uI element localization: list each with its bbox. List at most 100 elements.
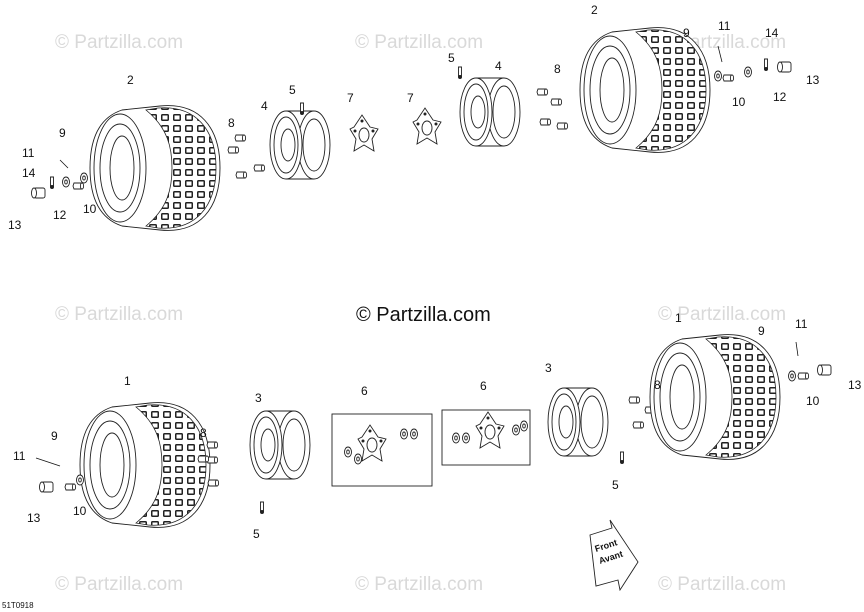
hub-part-7[interactable] <box>412 107 442 145</box>
nut-part-10[interactable] <box>722 74 735 82</box>
tire-part-1[interactable] <box>79 402 211 528</box>
callout-1: 1 <box>675 311 682 325</box>
nut-part-8[interactable] <box>550 98 563 106</box>
leader-line <box>795 341 799 357</box>
callout-7: 7 <box>407 91 414 105</box>
front-right-assembly <box>649 334 832 460</box>
hub-box-left <box>331 413 433 487</box>
callout-12: 12 <box>53 208 67 222</box>
valve-part-5[interactable] <box>299 102 305 116</box>
rear-rim-left <box>227 102 379 180</box>
callout-10: 10 <box>806 394 820 408</box>
callout-5: 5 <box>289 83 296 97</box>
rear-rim-right <box>412 66 569 147</box>
callout-10: 10 <box>83 202 97 216</box>
valve-part-5[interactable] <box>259 501 265 515</box>
nut-part-8[interactable] <box>235 171 248 179</box>
nut-part-8[interactable] <box>628 396 641 404</box>
washer-part-12[interactable] <box>744 66 752 78</box>
callout-5: 5 <box>448 51 455 65</box>
callout-4: 4 <box>495 59 502 73</box>
watermark: © Partzilla.com <box>658 304 786 325</box>
washer-part-12[interactable] <box>62 176 70 188</box>
callout-3: 3 <box>255 391 262 405</box>
watermark: © Partzilla.com <box>355 32 483 53</box>
watermark: © Partzilla.com <box>355 574 483 595</box>
watermark: © Partzilla.com <box>658 574 786 595</box>
cap-part-13[interactable] <box>777 61 792 73</box>
center-copyright: © Partzilla.com <box>356 304 491 326</box>
callout-11: 11 <box>22 146 35 160</box>
callout-13: 13 <box>848 378 862 392</box>
nut-part-8[interactable] <box>234 134 247 142</box>
callout-5: 5 <box>612 478 619 492</box>
callout-1: 1 <box>124 374 131 388</box>
nut-part-10[interactable] <box>64 483 77 491</box>
nut-part-8[interactable] <box>197 455 210 463</box>
cap-part-13[interactable] <box>817 364 832 376</box>
tire-part-2[interactable] <box>579 27 711 153</box>
callout-8: 8 <box>654 378 661 392</box>
stud-washer <box>512 424 520 436</box>
callout-9: 9 <box>51 429 58 443</box>
callout-2: 2 <box>127 73 134 87</box>
stud-washer <box>462 432 470 444</box>
callout-5: 5 <box>253 527 260 541</box>
nut-part-8[interactable] <box>227 146 240 154</box>
rim-part-3[interactable] <box>547 387 609 457</box>
callout-11: 11 <box>795 317 808 331</box>
stud-washer <box>344 446 352 458</box>
callout-10: 10 <box>732 95 746 109</box>
nut-part-8[interactable] <box>632 421 645 429</box>
watermark: © Partzilla.com <box>55 574 183 595</box>
nut-part-8[interactable] <box>206 441 219 449</box>
callouts: 2 4 5 7 7 5 4 8 8 2 9 11 14 13 12 10 9 1… <box>8 3 862 541</box>
callout-11: 11 <box>13 449 26 463</box>
cap-part-13[interactable] <box>31 187 46 199</box>
callout-12: 12 <box>773 90 787 104</box>
arrow-shape <box>589 519 639 592</box>
callout-9: 9 <box>758 324 765 338</box>
rear-left-assembly <box>31 105 221 231</box>
nut-part-10[interactable] <box>797 372 810 380</box>
pin-part-14[interactable] <box>49 176 55 190</box>
callout-8: 8 <box>554 62 561 76</box>
watermark: © Partzilla.com <box>55 32 183 53</box>
callout-10: 10 <box>73 504 87 518</box>
washer-part-9[interactable] <box>788 370 796 382</box>
nut-part-8[interactable] <box>556 122 569 130</box>
callout-11: 11 <box>718 19 731 33</box>
nut-part-10[interactable] <box>72 182 85 190</box>
callout-9: 9 <box>683 26 690 40</box>
rear-right-assembly <box>579 27 792 153</box>
nut-part-8[interactable] <box>536 88 549 96</box>
rim-part-4[interactable] <box>459 77 521 147</box>
front-direction-arrow: Front Avant <box>589 519 639 592</box>
stud-washer <box>452 432 460 444</box>
callout-6: 6 <box>480 379 487 393</box>
washer-part-9[interactable] <box>714 70 722 82</box>
tire-part-2[interactable] <box>89 105 221 231</box>
hub-part-7[interactable] <box>349 114 379 152</box>
rim-part-4[interactable] <box>269 110 331 180</box>
washer-part-9[interactable] <box>80 172 88 184</box>
callout-4: 4 <box>261 99 268 113</box>
callout-8: 8 <box>200 426 207 440</box>
nut-part-8[interactable] <box>539 118 552 126</box>
stud-washer <box>520 420 528 432</box>
nut-part-8[interactable] <box>207 479 220 487</box>
rim-part-3[interactable] <box>249 410 311 480</box>
callout-6: 6 <box>361 384 368 398</box>
leader-line <box>717 45 723 63</box>
cap-part-13[interactable] <box>39 481 54 493</box>
callout-14: 14 <box>765 26 779 40</box>
front-rim-left <box>197 410 311 515</box>
tire-part-1[interactable] <box>649 334 781 460</box>
washer-part-9[interactable] <box>76 474 84 486</box>
hub-box-right <box>441 409 531 466</box>
nut-part-8[interactable] <box>253 164 266 172</box>
valve-part-5[interactable] <box>619 451 625 465</box>
valve-part-5[interactable] <box>457 66 463 80</box>
pin-part-14[interactable] <box>763 58 769 72</box>
